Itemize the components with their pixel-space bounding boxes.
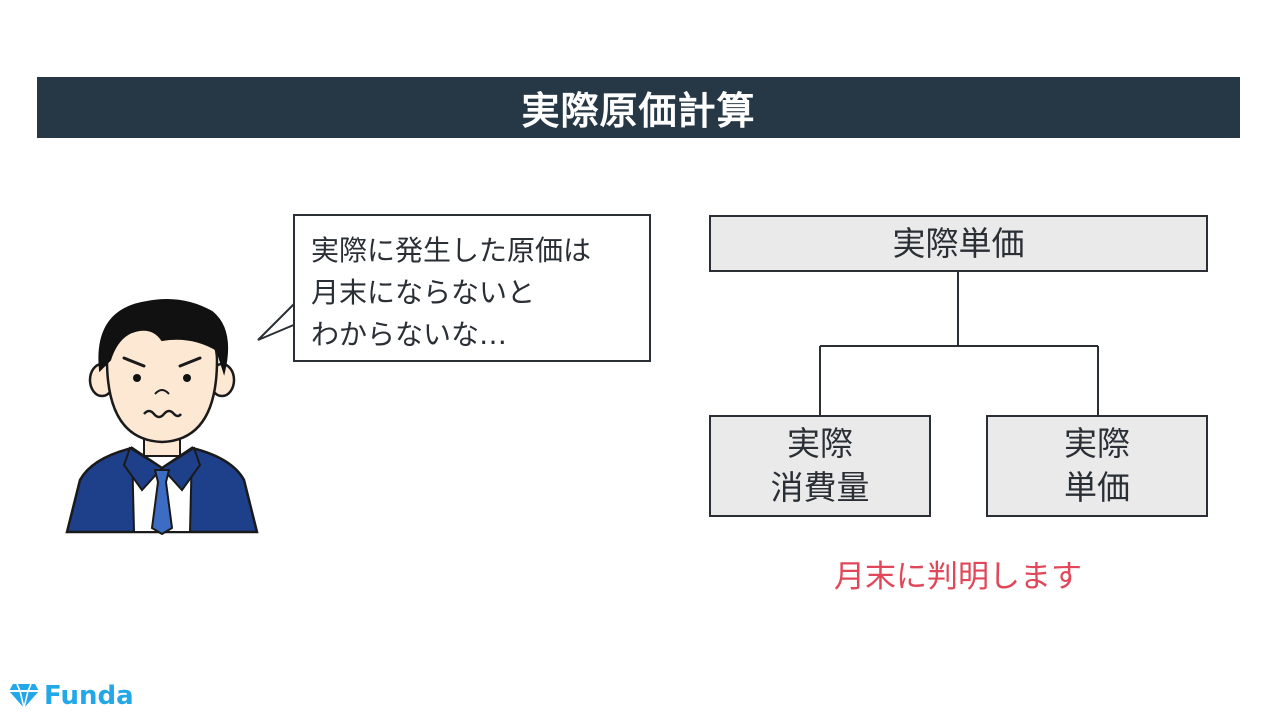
- root-box-label: 実際単価: [892, 223, 1025, 263]
- logo-text: Funda: [44, 681, 134, 711]
- right-box-label: 実際 単価: [1064, 424, 1130, 507]
- funda-logo: Funda: [8, 678, 134, 714]
- slide-title: 実際原価計算: [37, 77, 1240, 138]
- actual-unit-price-box: 実際 単価: [986, 415, 1208, 517]
- bubble-line-3: わからないな…: [311, 318, 508, 351]
- left-box-label: 実際 消費量: [770, 424, 870, 507]
- month-end-note: 月末に判明します: [834, 559, 1082, 595]
- bubble-line-2: 月末にならないと: [311, 276, 536, 309]
- speech-bubble: 実際に発生した原価は 月末にならないと わからないな…: [293, 214, 651, 362]
- diamond-icon: [9, 683, 39, 709]
- speech-bubble-tail: [257, 300, 298, 341]
- tree-connector-lines: [819, 272, 1099, 416]
- actual-unit-price-root-box: 実際単価: [709, 215, 1208, 272]
- actual-consumption-box: 実際 消費量: [709, 415, 931, 517]
- worried-businessman-illustration: [65, 299, 259, 535]
- bubble-line-1: 実際に発生した原価は: [311, 234, 592, 267]
